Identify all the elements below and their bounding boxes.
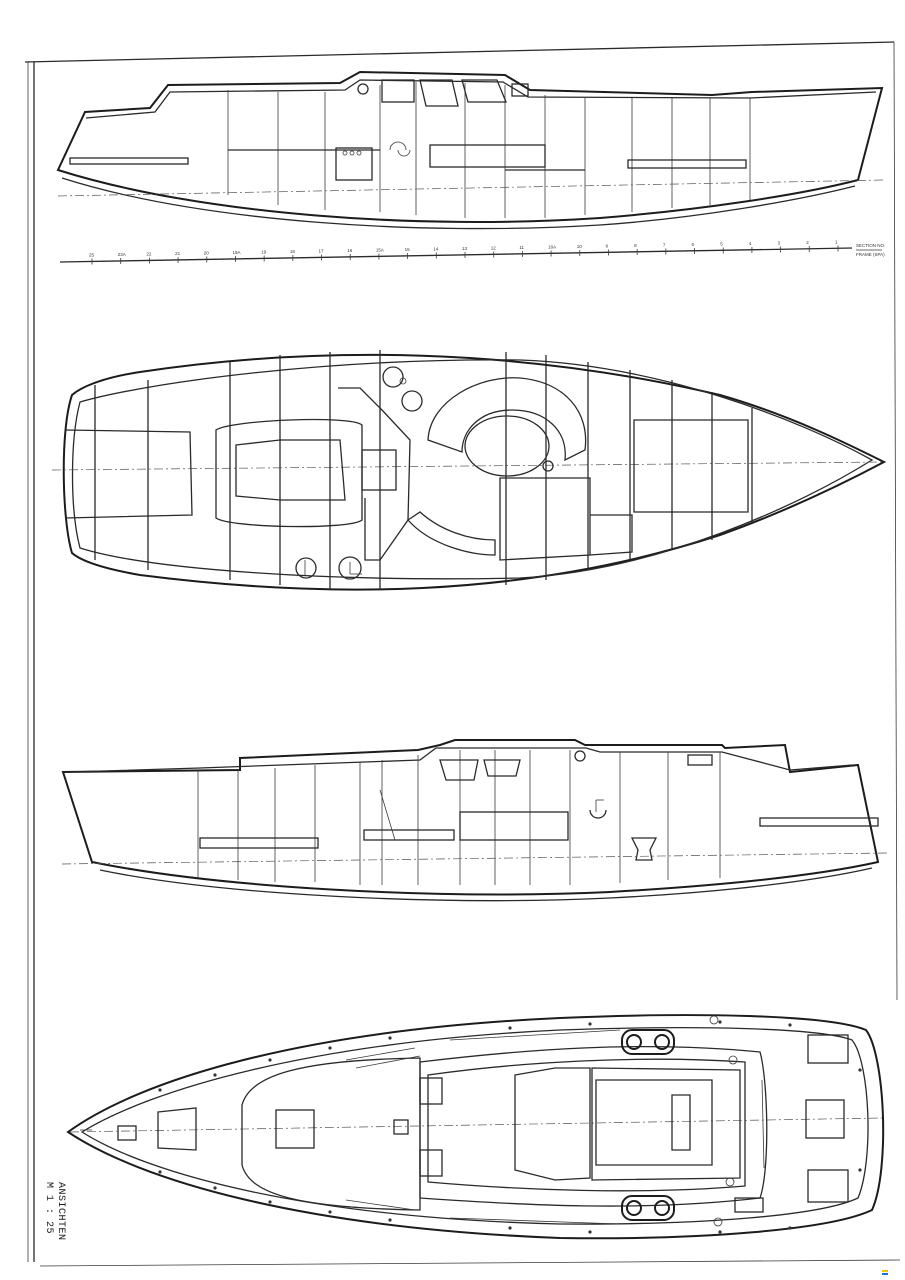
station-label: 18 (290, 249, 296, 254)
station-label: 2 (806, 240, 809, 245)
station-label: 14 (433, 247, 439, 252)
station-label: 6 (692, 242, 695, 247)
station-label: 10A (548, 245, 556, 250)
drawing-title: ANSICHTEN (55, 1182, 66, 1241)
drawing-title-block: ANSICHTEN M 1 : 25 (42, 1182, 66, 1252)
station-label: 15A (376, 248, 384, 253)
station-label: 25 (89, 253, 95, 258)
winches (621, 1029, 675, 1221)
station-label: 13 (462, 246, 468, 251)
station-label: 19A (232, 250, 240, 255)
station-label: 19 (261, 250, 267, 255)
station-label: 15 (405, 247, 411, 252)
station-label: 16 (347, 248, 353, 253)
station-label: 3 (778, 241, 781, 246)
corner-mark-blue (882, 1273, 888, 1275)
sheet-border (24, 41, 901, 1267)
station-label: 5 (720, 242, 723, 247)
station-label: 10 (577, 244, 583, 249)
station-label: 4 (749, 241, 752, 246)
station-label: 9 (605, 244, 608, 249)
station-label: 23A (118, 252, 126, 257)
side-elevation-top (56, 70, 885, 230)
station-label: 12 (491, 246, 497, 251)
station-label: 17 (319, 249, 325, 254)
deck-plan (66, 1014, 885, 1240)
corner-color-mark (882, 1270, 888, 1275)
side-elevation-bottom (61, 739, 889, 902)
accommodation-plan (51, 350, 887, 591)
station-label: 7 (663, 243, 666, 248)
station-label: 8 (634, 243, 637, 248)
drawing-scale: M 1 : 25 (43, 1182, 54, 1235)
station-label: 21 (175, 251, 181, 256)
scale-legend-bottom: FRAME (SPA) (856, 252, 885, 257)
station-label: 20 (204, 251, 210, 256)
station-label: 1 (835, 240, 838, 245)
scale-legend-top: SECTION NO. (856, 243, 885, 248)
corner-mark-yellow (882, 1270, 888, 1272)
station-label: 22 (146, 252, 152, 257)
station-label: 11 (519, 245, 524, 250)
